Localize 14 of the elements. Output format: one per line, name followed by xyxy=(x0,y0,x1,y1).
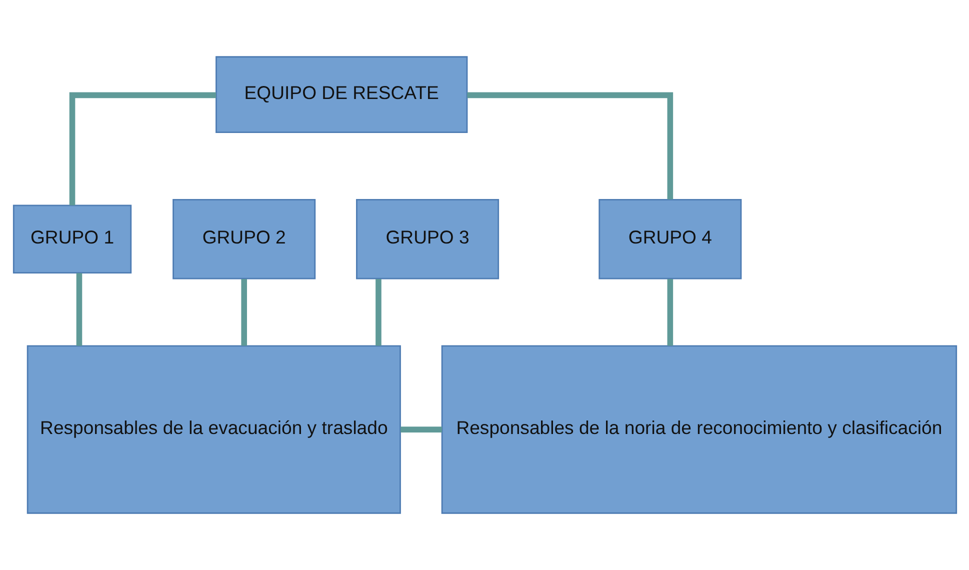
connector xyxy=(68,92,216,206)
node-box: GRUPO 1 xyxy=(12,204,132,274)
node-box: Responsables de la noria de reconocimiento y clasificación xyxy=(440,345,957,514)
node-box: GRUPO 3 xyxy=(356,198,499,280)
connector xyxy=(375,279,381,346)
connector xyxy=(466,92,673,200)
node-box: GRUPO 2 xyxy=(172,198,316,280)
node-box: Responsables de la evacuación y traslado xyxy=(26,345,400,514)
connector xyxy=(666,279,673,346)
node-box: GRUPO 4 xyxy=(598,198,742,280)
connector xyxy=(76,273,82,346)
node-box: EQUIPO DE RESCATE xyxy=(215,56,468,134)
connector xyxy=(400,426,442,432)
connector xyxy=(240,279,246,346)
